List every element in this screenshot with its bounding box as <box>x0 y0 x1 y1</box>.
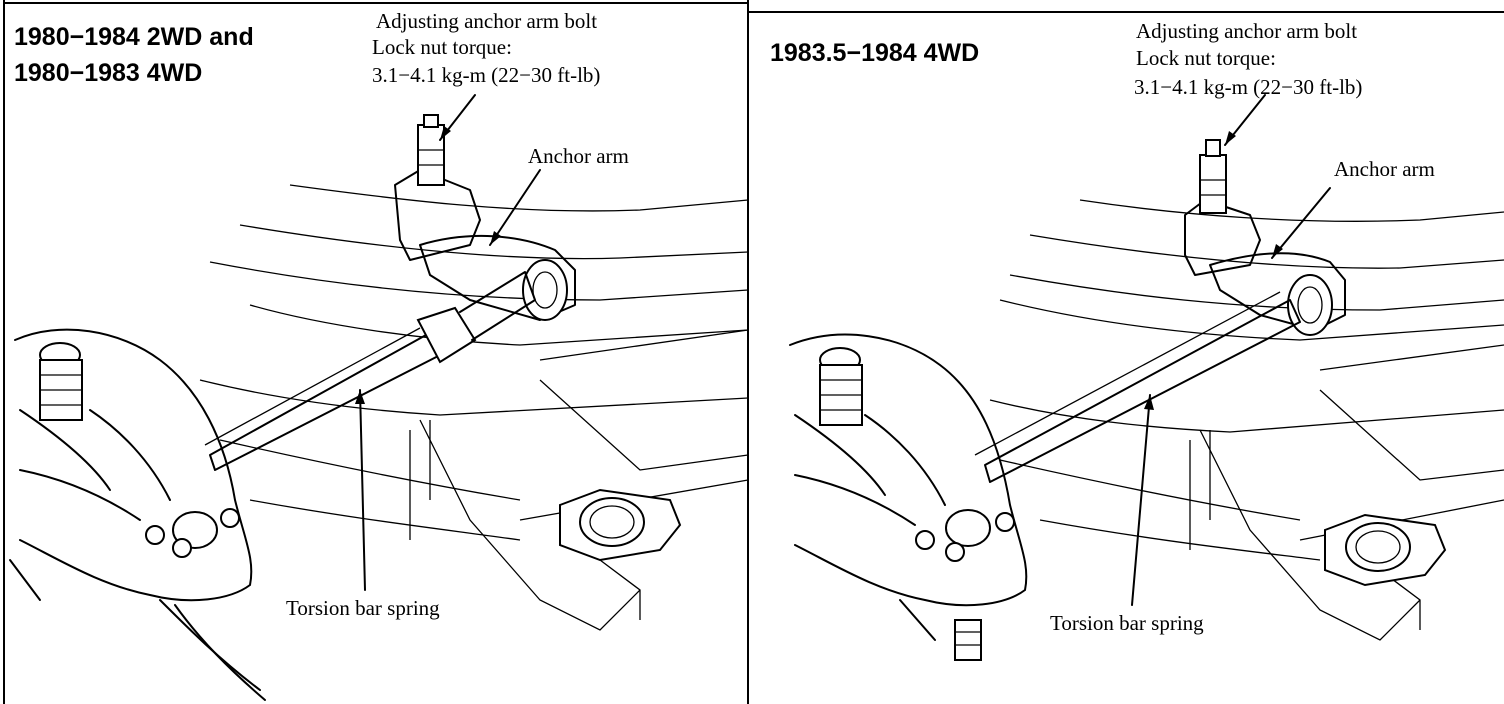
left-torque-spec: 3.1−4.1 kg-m (22−30 ft-lb) <box>372 63 601 87</box>
left-mount-bracket <box>394 114 481 261</box>
right-ball-joint-stud <box>954 619 982 661</box>
left-bolt-label-line1: Adjusting anchor arm bolt <box>376 9 598 33</box>
left-heading-line2: 1980−1983 4WD <box>14 59 203 87</box>
right-torsion-bar-label: Torsion bar spring <box>1050 611 1204 635</box>
right-crossmember-mount <box>1324 513 1447 587</box>
right-adjusting-bolt <box>1199 154 1227 214</box>
right-panel-4wd: 1983.5−1984 4WD Adjusting anchor arm bol… <box>748 0 1504 704</box>
right-mount-bracket <box>1184 139 1261 276</box>
right-leader-lines <box>1131 94 1331 606</box>
left-crossmember-mount <box>559 488 682 562</box>
left-torsion-bar <box>204 271 536 471</box>
right-bolt-label-line1: Adjusting anchor arm bolt <box>1136 19 1358 43</box>
left-heading-line1: 1980−1984 2WD and <box>14 23 254 51</box>
right-heading: 1983.5−1984 4WD <box>770 39 980 67</box>
left-panel-2wd: 1980−1984 2WD and 1980−1983 4WD Adjustin… <box>0 0 748 704</box>
left-torsion-bar-label: Torsion bar spring <box>286 596 440 620</box>
left-upper-control-arm <box>9 328 266 701</box>
left-anchor-arm-label: Anchor arm <box>528 144 629 168</box>
left-bolt-label-line2: Lock nut torque: <box>372 35 512 59</box>
right-torque-spec: 3.1−4.1 kg-m (22−30 ft-lb) <box>1134 75 1363 99</box>
right-anchor-arm <box>1209 252 1346 336</box>
left-leader-lines <box>355 94 541 591</box>
right-bolt-label-line2: Lock nut torque: <box>1136 46 1276 70</box>
right-torsion-bar <box>974 291 1301 483</box>
right-anchor-arm-label: Anchor arm <box>1334 157 1435 181</box>
right-upper-control-arm <box>789 333 1028 661</box>
left-anchor-arm <box>419 234 576 321</box>
